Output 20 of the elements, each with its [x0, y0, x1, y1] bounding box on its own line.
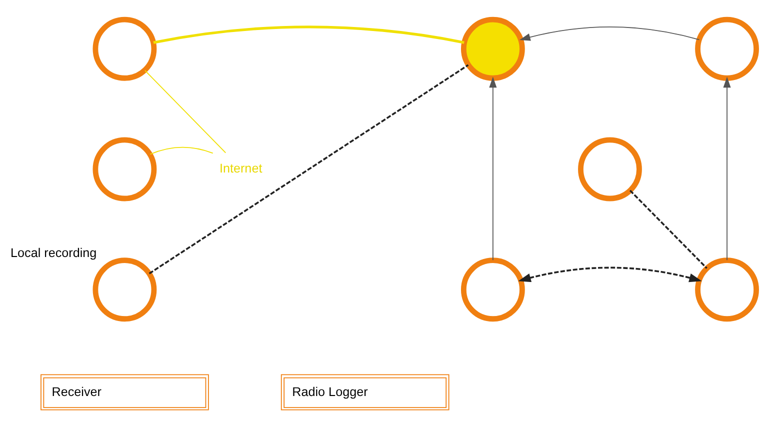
node-circle	[695, 16, 759, 80]
connector	[144, 69, 226, 153]
connector	[629, 189, 708, 268]
connector	[153, 25, 464, 44]
node-circle	[460, 16, 525, 80]
arrow	[723, 76, 731, 260]
legend-label: Receiver	[52, 384, 102, 399]
node-text: Internet	[219, 161, 262, 176]
legend-label: Radio Logger	[292, 384, 368, 399]
node-circle	[578, 136, 642, 201]
connector	[150, 146, 214, 154]
arrow	[520, 26, 700, 40]
arrow	[489, 76, 497, 260]
node-circle	[460, 257, 525, 322]
node-label: Local recording	[10, 245, 97, 260]
node-circle	[695, 257, 759, 322]
arrow	[518, 266, 702, 282]
node-circle	[92, 136, 157, 201]
node-circle	[92, 16, 157, 80]
connector	[148, 64, 469, 274]
